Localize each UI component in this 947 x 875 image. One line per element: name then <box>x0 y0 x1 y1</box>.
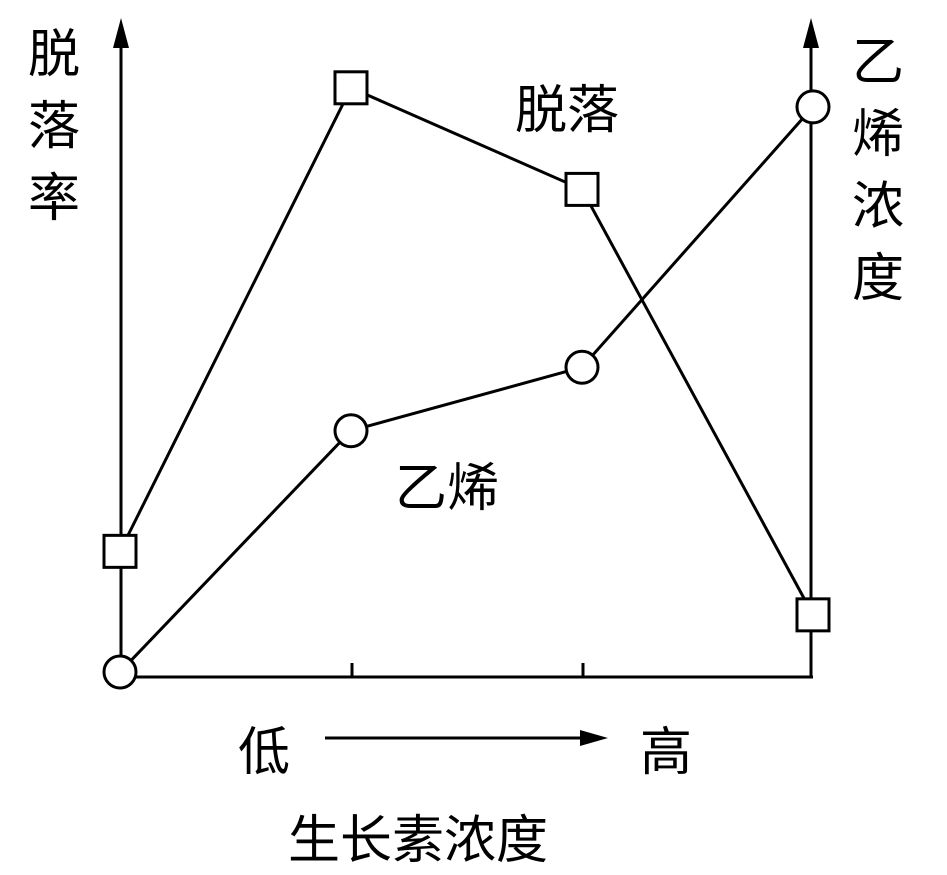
data-point-square <box>102 533 138 569</box>
right-y-label-char: 烯 <box>852 105 904 165</box>
series-line-square <box>118 85 815 616</box>
left-y-label-char: 落 <box>28 97 80 157</box>
right-y-label-char: 浓 <box>852 177 904 237</box>
series-label-ethylene: 乙烯 <box>395 459 499 519</box>
x-direction-arrow-head <box>580 730 608 746</box>
left-y-label-char: 率 <box>28 169 80 229</box>
x-low-label: 低 <box>238 723 290 783</box>
left-y-axis-arrow <box>113 18 129 48</box>
data-point-circle <box>333 413 369 449</box>
data-point-circle <box>795 89 831 125</box>
left-y-label-char: 脱 <box>28 25 80 85</box>
series-line-circle <box>118 105 815 674</box>
right-y-label-char: 度 <box>852 249 904 309</box>
series-label-abscission: 脱落 <box>515 81 619 141</box>
right-y-label-char: 乙 <box>852 33 904 93</box>
x-axis-title: 生长素浓度 <box>288 811 548 871</box>
data-point-square <box>333 70 369 106</box>
left-y-label: 脱 落 率 <box>28 25 80 229</box>
right-y-axis-arrow <box>803 18 819 48</box>
series-marks <box>102 70 831 690</box>
data-point-square <box>564 171 600 207</box>
x-high-label: 高 <box>640 723 692 783</box>
right-y-label: 乙 烯 浓 度 <box>852 33 904 309</box>
data-point-circle <box>564 349 600 385</box>
data-point-circle <box>102 654 138 690</box>
data-point-square <box>795 597 831 633</box>
